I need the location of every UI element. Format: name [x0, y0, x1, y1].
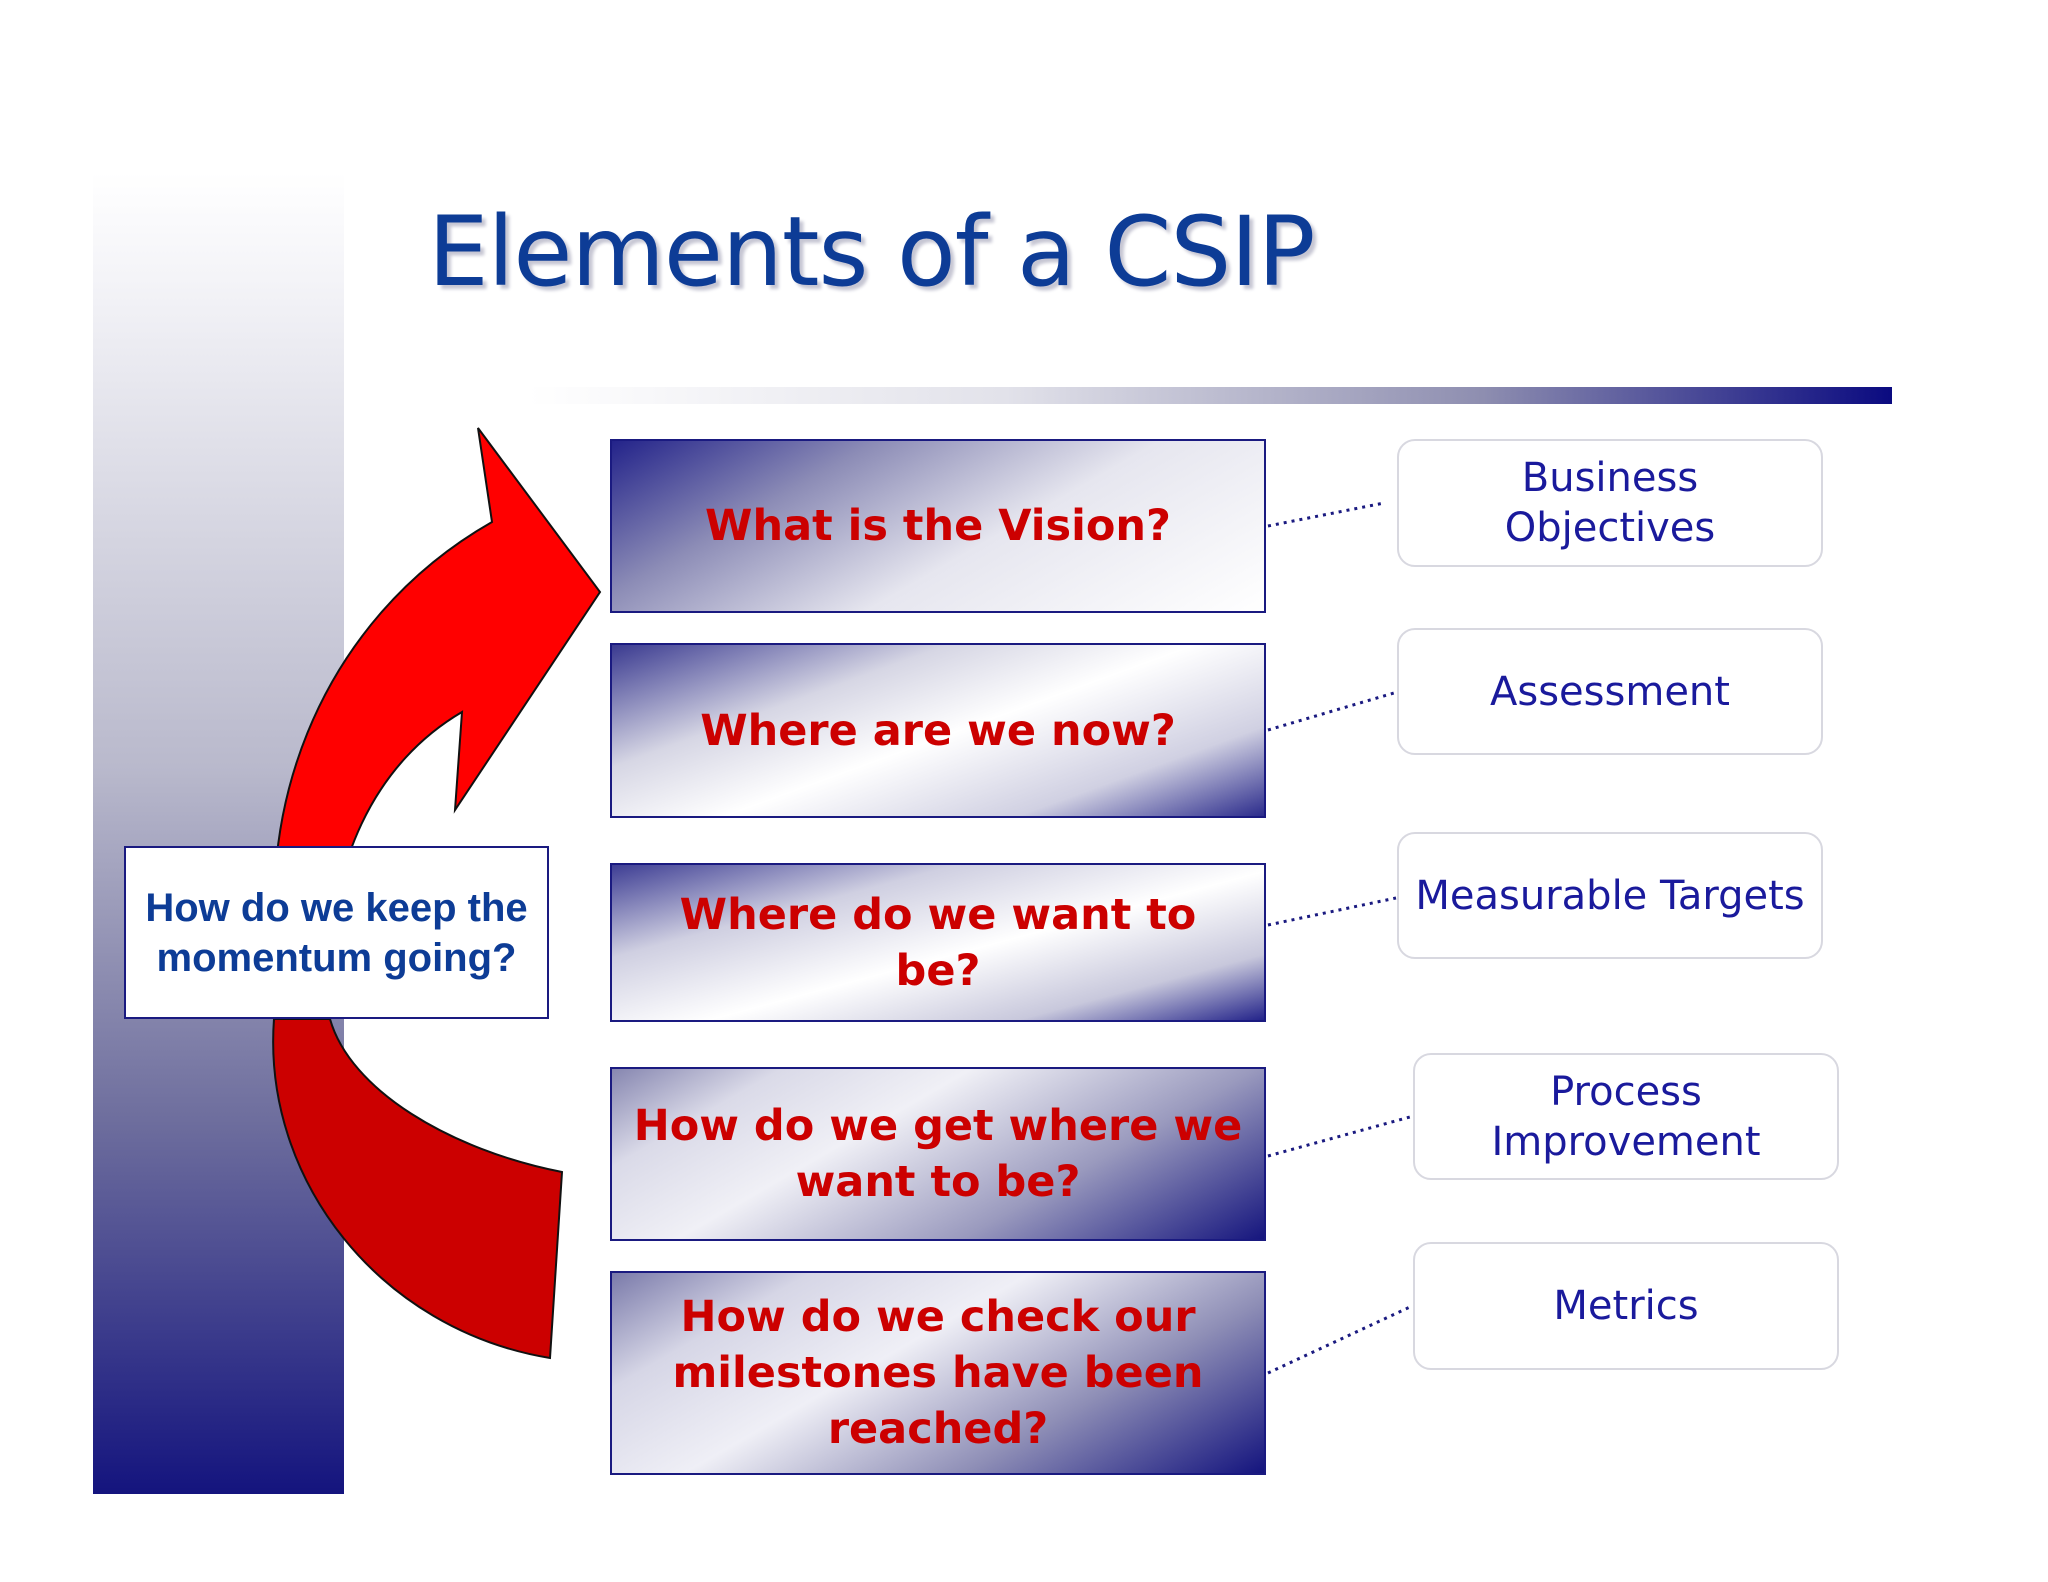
outcome-label-metrics: Metrics — [1553, 1283, 1699, 1329]
momentum-callout-box: How do we keep the momentum going? — [124, 846, 549, 1019]
slide-title: Elements of a CSIP — [428, 196, 1316, 308]
connector-line-4 — [1267, 1115, 1411, 1158]
step-box-milestones: How do we check our milestones have been… — [610, 1271, 1266, 1475]
step-question-milestones: How do we check our milestones have been… — [672, 1292, 1204, 1454]
outcome-box-assessment: Assessment — [1397, 628, 1823, 755]
step-question-plan: How do we get where we want to be? — [633, 1101, 1243, 1207]
step-box-target-state: Where do we want to be? — [610, 863, 1266, 1022]
outcome-label-measurable-targets: Measurable Targets — [1415, 872, 1805, 919]
step-box-vision: What is the Vision? — [610, 439, 1266, 613]
step-question-current-state: Where are we now? — [700, 705, 1176, 756]
title-underline-rule — [528, 387, 1892, 404]
step-question-vision: What is the Vision? — [705, 501, 1171, 551]
momentum-callout-text: How do we keep the momentum going? — [145, 885, 528, 980]
outcome-label-business-objectives: Business Objectives — [1504, 455, 1716, 551]
step-box-current-state: Where are we now? — [610, 643, 1266, 818]
outcome-label-process-improvement: Process Improvement — [1491, 1068, 1761, 1165]
connector-line-3 — [1267, 896, 1397, 927]
connector-line-1 — [1267, 501, 1385, 528]
outcome-box-measurable-targets: Measurable Targets — [1397, 832, 1823, 959]
outcome-label-assessment: Assessment — [1490, 668, 1730, 715]
step-question-target-state: Where do we want to be? — [679, 889, 1197, 996]
cycle-arrow-lower — [272, 1018, 564, 1360]
outcome-box-process-improvement: Process Improvement — [1413, 1053, 1839, 1180]
connector-line-2 — [1267, 691, 1395, 732]
outcome-box-business-objectives: Business Objectives — [1397, 439, 1823, 567]
step-box-plan: How do we get where we want to be? — [610, 1067, 1266, 1241]
outcome-box-metrics: Metrics — [1413, 1242, 1839, 1370]
connector-line-5 — [1267, 1305, 1411, 1375]
